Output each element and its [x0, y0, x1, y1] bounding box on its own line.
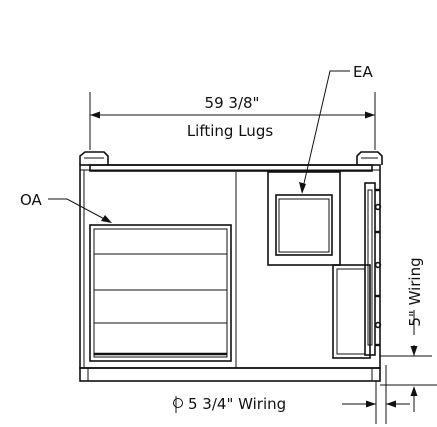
access-panel-inner [336, 268, 366, 355]
ea-leader-arrow [299, 182, 306, 194]
oa-leader-arrow [101, 215, 112, 223]
access-panel [326, 182, 382, 359]
ea-housing [267, 171, 341, 266]
lifting-lug-left [79, 151, 109, 165]
unit-cabinet [79, 164, 381, 382]
ea-louver-inner [278, 198, 330, 253]
hinge-pin-1 [374, 203, 382, 211]
side-wiring-dimension: 5" Wiring [380, 257, 432, 357]
oa-leader-line [48, 198, 111, 223]
base-rail [79, 367, 381, 382]
lifting-dim-value: 59 3/8" [205, 94, 260, 112]
hinge-pin-3 [374, 321, 382, 329]
hinge-strip [364, 182, 376, 356]
oa-damper-inner-frame [93, 228, 228, 358]
ea-label: EA [353, 63, 373, 81]
hinge-strip-inner [367, 189, 373, 346]
bottom-wiring-arrow-left [366, 400, 376, 408]
bottom-wiring-dimension: 5 3/4" Wiring [173, 365, 437, 424]
ea-leader-line [301, 70, 350, 193]
ea-opening [267, 171, 341, 266]
bottom-wiring-vertical-arrow [410, 386, 418, 396]
bottom-wiring-arrow-right [386, 400, 396, 408]
centerline-symbol-icon [173, 396, 183, 413]
bottom-wiring-label: 5 3/4" Wiring [188, 395, 286, 413]
oa-damper [89, 224, 232, 362]
lifting-lug-right [356, 151, 383, 165]
lifting-dim-caption: Lifting Lugs [187, 122, 274, 140]
ea-louver-outer [275, 194, 333, 256]
ea-callout: EA [299, 63, 373, 194]
cabinet-outline [79, 164, 381, 369]
oa-callout: OA [20, 191, 112, 223]
lifting-dim-arrow-left [90, 111, 100, 119]
side-wiring-arrow [410, 346, 418, 356]
oa-label: OA [20, 191, 43, 209]
hinge-pin-2 [374, 261, 382, 269]
lifting-lugs-dimension: 59 3/8" Lifting Lugs [89, 92, 376, 150]
side-wiring-label: 5" Wiring [406, 257, 424, 326]
lifting-dim-arrow-right [365, 111, 375, 119]
lifting-lugs [79, 151, 383, 172]
oa-damper-frame [89, 224, 232, 362]
top-rail [89, 164, 373, 172]
